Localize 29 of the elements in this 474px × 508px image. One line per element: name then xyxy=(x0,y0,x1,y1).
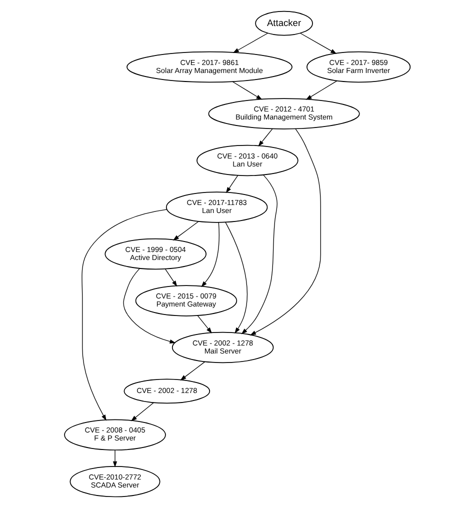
arrow xyxy=(300,32,336,54)
arrow xyxy=(180,361,205,380)
arrow xyxy=(164,268,177,287)
arrow xyxy=(200,222,219,288)
arrow xyxy=(225,174,238,194)
node-ellipse: CVE - 1999 - 0504 Active Directory xyxy=(104,238,206,270)
node-ellipse: CVE - 2015 - 0079 Payment Gateway xyxy=(134,285,237,316)
arrow xyxy=(224,222,247,334)
node-ellipse: CVE - 2013 - 0640 Lan User xyxy=(196,144,298,176)
node-ellipse: CVE - 2012 - 4701 Building Management System xyxy=(208,98,360,130)
arrow xyxy=(112,450,117,468)
arrow xyxy=(196,315,212,334)
arrow xyxy=(249,128,320,336)
arrow xyxy=(305,80,337,100)
arrow xyxy=(231,81,262,100)
arrow xyxy=(232,32,268,54)
arrow xyxy=(81,209,167,421)
node-ellipse: CVE-2010-2772 SCADA Server xyxy=(69,466,160,498)
arrow xyxy=(172,221,198,240)
node-ellipse: CVE - 2002 - 1278 xyxy=(123,378,210,404)
arrow xyxy=(130,402,154,422)
node-ellipse: CVE - 2017-11783 Lan User xyxy=(165,192,268,223)
arrow xyxy=(258,128,272,146)
arrow xyxy=(240,174,277,334)
node-ellipse: CVE - 2017- 9861 Solar Array Management Module xyxy=(126,51,292,83)
node-ellipse: CVE - 2008 - 0405 F & P Server xyxy=(64,419,166,450)
node-ellipse: CVE - 2017- 9859 Solar Farm Inverter xyxy=(306,51,410,83)
arrow xyxy=(122,268,176,344)
node-ellipse: Attacker xyxy=(254,10,312,36)
